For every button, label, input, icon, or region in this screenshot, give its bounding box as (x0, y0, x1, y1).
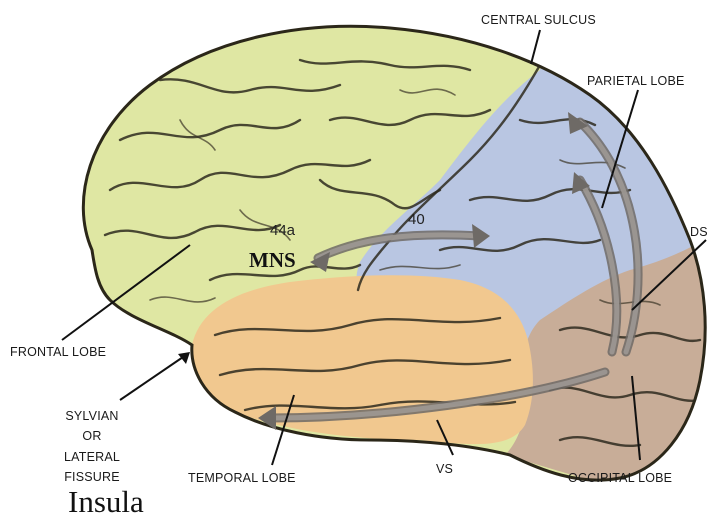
sylvian-leader (120, 355, 186, 400)
frontal-lobe-label: FRONTAL LOBE (10, 345, 106, 359)
central-sulcus-label: CENTRAL SULCUS (481, 13, 596, 27)
central-sulcus-leader (531, 30, 540, 64)
sylvian-label-3: LATERAL (64, 450, 120, 464)
parietal-lobe-label: PARIETAL LOBE (587, 74, 685, 88)
vs-label: VS (436, 462, 453, 476)
occipital-lobe-label: OCCIPITAL LOBE (568, 471, 672, 485)
mns-label: MNS (249, 248, 296, 272)
sylvian-label-4: FISSURE (64, 470, 120, 484)
ds-label: DS (690, 225, 708, 239)
insula-label: Insula (68, 484, 144, 519)
area-40-label: 40 (408, 211, 425, 228)
area-44a-label: 44a (270, 222, 296, 239)
sylvian-label-1: SYLVIAN (65, 409, 118, 423)
sylvian-label-2: OR (82, 429, 101, 443)
temporal-lobe-label: TEMPORAL LOBE (188, 471, 296, 485)
